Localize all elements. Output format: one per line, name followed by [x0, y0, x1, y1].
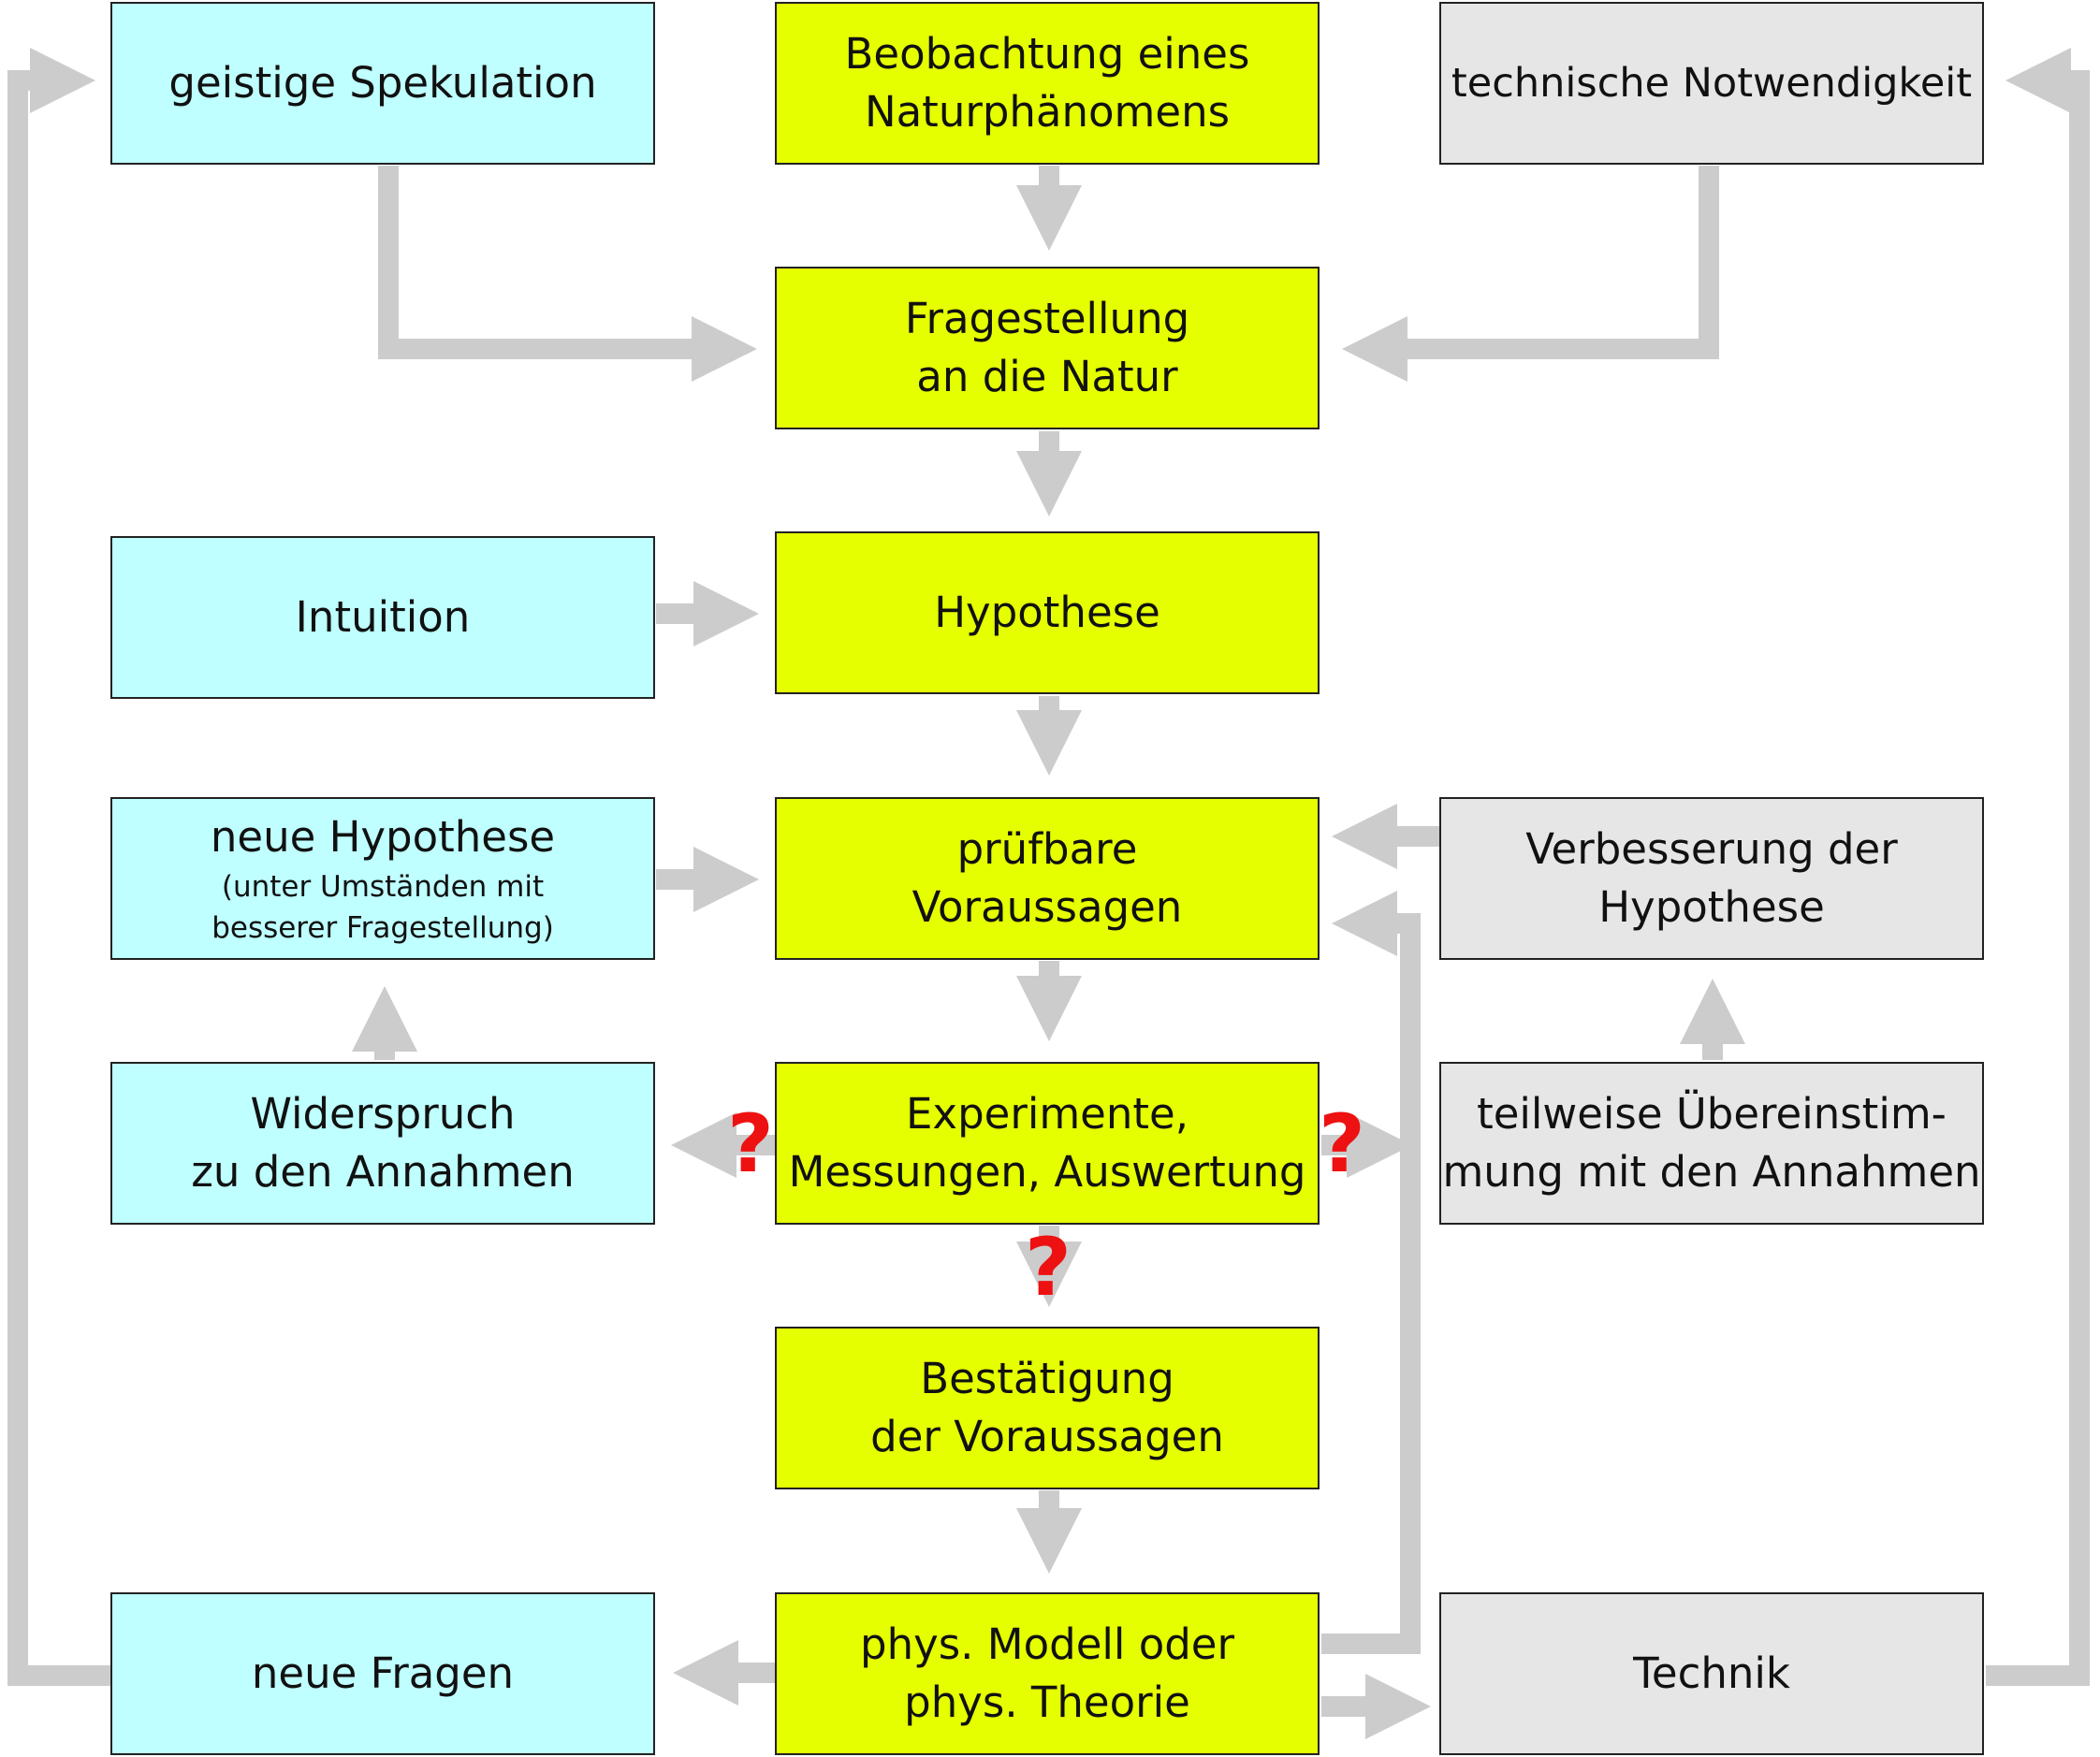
node-label: Beobachtung eines Naturphänomens [844, 29, 1250, 137]
node-verbesserung: Verbesserung der Hypothese [1439, 797, 1984, 960]
node-neue-hypothese: neue Hypothese (unter Umständen mit bess… [110, 797, 655, 960]
node-beobachtung: Beobachtung eines Naturphänomens [775, 2, 1320, 165]
node-label: geistige Spekulation [168, 58, 597, 108]
arrow-technik-to-notwendigkeit [1986, 48, 2090, 1686]
question-mark-bottom: ? [1025, 1221, 1072, 1314]
node-modell: phys. Modell oder phys. Theorie [775, 1592, 1320, 1755]
node-label: Hypothese [934, 588, 1160, 637]
node-pruefbare-voraussagen: prüfbare Voraussagen [775, 797, 1320, 960]
node-label: Bestätigung der Voraussagen [870, 1354, 1224, 1461]
node-hypothese: Hypothese [775, 531, 1320, 694]
question-mark-left: ? [727, 1097, 774, 1191]
node-widerspruch: Widerspruch zu den Annahmen [110, 1062, 655, 1225]
arrow-modell-to-voraussagen [1321, 891, 1421, 1654]
arrow-neue-fragen-to-spekulation [7, 48, 110, 1686]
node-neue-fragen: neue Fragen [110, 1592, 655, 1755]
arrow-spekulation-to-fragestellung [378, 166, 757, 382]
node-bestaetigung: Bestätigung der Voraussagen [775, 1327, 1320, 1489]
node-label: Widerspruch zu den Annahmen [191, 1089, 575, 1197]
node-label: phys. Modell oder phys. Theorie [860, 1619, 1234, 1727]
node-label: Fragestellung an die Natur [904, 294, 1190, 401]
node-label: neue Fragen [251, 1648, 515, 1698]
node-label: Intuition [295, 592, 471, 642]
node-experimente: Experimente, Messungen, Auswertung [775, 1062, 1320, 1225]
question-mark-right: ? [1319, 1097, 1365, 1191]
node-label: prüfbare Voraussagen [911, 824, 1183, 932]
node-label: technische Notwendigkeit [1451, 60, 1973, 107]
node-note: (unter Umständen mit besserer Fragestell… [211, 870, 554, 945]
node-label: Verbesserung der Hypothese [1525, 824, 1898, 932]
node-label: Experimente, Messungen, Auswertung [788, 1089, 1306, 1197]
node-label: Technik [1633, 1648, 1790, 1698]
node-label: neue Hypothese [210, 812, 556, 862]
node-geistige-spekulation: geistige Spekulation [110, 2, 655, 165]
node-intuition: Intuition [110, 536, 655, 699]
node-technische-notwendigkeit: technische Notwendigkeit [1439, 2, 1984, 165]
node-fragestellung: Fragestellung an die Natur [775, 267, 1320, 429]
node-technik: Technik [1439, 1592, 1984, 1755]
node-label: teilweise Übereinstim- mung mit den Anna… [1442, 1089, 1981, 1197]
node-teilweise-uebereinstimmung: teilweise Übereinstim- mung mit den Anna… [1439, 1062, 1984, 1225]
arrow-notwendigkeit-to-fragestellung [1342, 166, 1719, 382]
